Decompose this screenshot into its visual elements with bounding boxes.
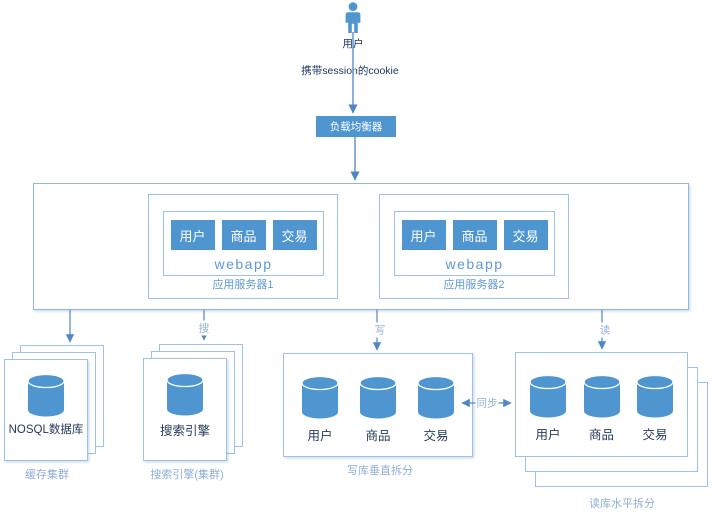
cache-cluster-box: NOSQL数据库 — [4, 359, 88, 461]
read-db-box: 用户 商品 交易 — [515, 352, 688, 457]
read-db-product-label: 商品 — [588, 428, 614, 442]
write-db-trade-label: 交易 — [423, 429, 449, 443]
person-icon — [345, 2, 361, 33]
webapp-box-2: 用户 商品 交易 webapp — [394, 211, 555, 276]
app-tier-container: 用户 商品 交易 webapp 应用服务器1 用户 商品 交易 webapp 应… — [33, 183, 689, 310]
read-db-user: 用户 — [524, 375, 572, 456]
database-cylinder-icon — [27, 374, 65, 417]
search-cluster-caption: 搜索引擎(集群) — [150, 469, 224, 481]
webapp-label-1: webapp — [214, 256, 273, 272]
edge-label-read: 读 — [598, 322, 612, 338]
edge-label-search: 搜 — [197, 320, 211, 336]
write-db-user: 用户 — [296, 376, 344, 456]
edge-label-write: 写 — [373, 322, 387, 338]
module-row-2: 用户 商品 交易 — [395, 220, 554, 250]
load-balancer-box: 负载均衡器 — [316, 116, 396, 137]
user-label: 用户 — [340, 36, 366, 51]
database-cylinder-icon — [529, 375, 567, 418]
write-db-caption: 写库垂直拆分 — [347, 465, 413, 477]
app-server-2-label: 应用服务器2 — [443, 279, 505, 291]
module-product: 商品 — [221, 220, 266, 250]
module-product: 商品 — [452, 220, 497, 250]
module-user: 用户 — [401, 220, 446, 250]
webapp-label-2: webapp — [445, 256, 504, 272]
read-db-product: 商品 — [578, 375, 626, 456]
cache-cluster-caption: 缓存集群 — [25, 469, 69, 481]
webapp-box-1: 用户 商品 交易 webapp — [163, 211, 324, 276]
database-cylinder-icon — [301, 376, 339, 419]
user-icon — [343, 2, 363, 33]
search-node-label: 搜索引擎 — [159, 424, 210, 438]
edge-label-sync: 同步 — [475, 395, 499, 411]
load-balancer-label: 负载均衡器 — [329, 121, 383, 133]
database-cylinder-icon — [582, 375, 621, 418]
read-db-user-label: 用户 — [535, 428, 561, 442]
read-db-caption: 读库水平拆分 — [589, 498, 655, 510]
read-db-trade-label: 交易 — [642, 428, 668, 442]
write-db-trade: 交易 — [412, 376, 460, 456]
write-db-product: 商品 — [354, 376, 402, 456]
cookie-note: 携带session的cookie — [299, 63, 401, 78]
write-db-product-label: 商品 — [365, 429, 391, 443]
app-server-1-label: 应用服务器1 — [212, 279, 274, 291]
app-server-2-box: 用户 商品 交易 webapp 应用服务器2 — [379, 194, 569, 299]
module-user: 用户 — [170, 220, 215, 250]
database-cylinder-icon — [417, 376, 455, 419]
module-trade: 交易 — [272, 220, 317, 250]
write-db-box: 用户 商品 交易 — [283, 353, 473, 457]
write-db-user-label: 用户 — [307, 429, 333, 443]
module-row-1: 用户 商品 交易 — [164, 220, 323, 250]
read-db-trade: 交易 — [631, 375, 679, 456]
module-trade: 交易 — [503, 220, 548, 250]
search-cluster-box: 搜索引擎 — [143, 358, 227, 461]
database-cylinder-icon — [166, 373, 204, 416]
app-server-1-box: 用户 商品 交易 webapp 应用服务器1 — [148, 194, 338, 299]
cache-node-label: NOSQL数据库 — [8, 424, 84, 436]
database-cylinder-icon — [636, 375, 674, 418]
database-cylinder-icon — [359, 376, 397, 419]
